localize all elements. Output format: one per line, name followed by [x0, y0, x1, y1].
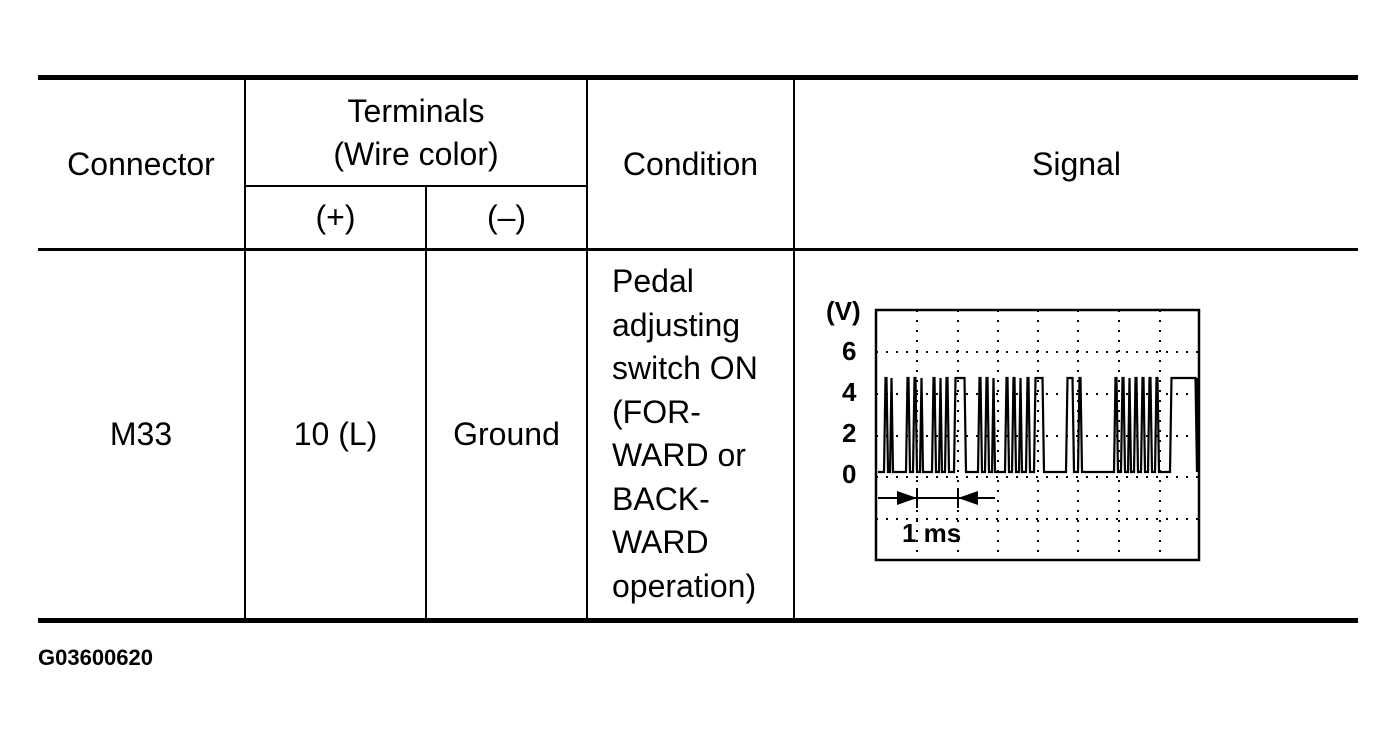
cell-condition: Pedal adjusting switch ON (FOR- WARD or …	[612, 260, 812, 608]
condition-line: adjusting	[612, 306, 741, 343]
condition-line: WARD	[612, 524, 709, 560]
header-minus: (–)	[486, 199, 527, 235]
header-terminals: Terminals (Wire color)	[246, 80, 586, 185]
table-top-rule	[38, 75, 1358, 80]
scope-grid	[876, 310, 1199, 560]
column-divider	[793, 80, 795, 618]
time-scale-marker	[878, 488, 995, 508]
cell-plus-terminal: 10 (L)	[293, 416, 378, 452]
header-terminals-line2: (Wire color)	[333, 135, 499, 172]
header-bottom-rule	[38, 248, 1358, 251]
terminals-subheader-rule	[245, 185, 587, 187]
column-divider	[425, 187, 427, 618]
figure-id: G03600620	[38, 645, 153, 670]
time-scale-label: 1 ms	[902, 518, 961, 548]
header-connector: Connector	[67, 145, 215, 182]
cell-connector: M33	[109, 416, 173, 452]
y-tick-label: 6	[842, 336, 856, 366]
column-divider	[586, 80, 588, 618]
signal-waveform	[878, 376, 1199, 474]
scope-frame	[874, 308, 1201, 562]
y-tick-label: 0	[842, 459, 856, 489]
scope-unit-label: (V)	[826, 296, 861, 326]
column-divider	[244, 80, 246, 618]
header-terminals-line1: Terminals	[347, 92, 485, 129]
condition-line: (FOR-	[612, 393, 701, 430]
condition-line: switch ON	[612, 350, 758, 386]
header-signal: Signal	[1032, 145, 1121, 182]
y-tick-label: 2	[842, 418, 856, 448]
condition-line: WARD or	[612, 437, 746, 473]
y-tick-label: 4	[842, 377, 857, 407]
condition-line: operation)	[612, 567, 757, 604]
condition-line: Pedal	[612, 263, 694, 299]
header-plus: (+)	[315, 199, 356, 235]
header-condition: Condition	[622, 145, 759, 182]
cell-minus-terminal: Ground	[453, 416, 560, 452]
signal-table: Connector Terminals (Wire color) (+) (–)…	[38, 0, 1358, 743]
condition-line: BACK-	[612, 480, 710, 517]
table-bottom-rule	[38, 618, 1358, 623]
